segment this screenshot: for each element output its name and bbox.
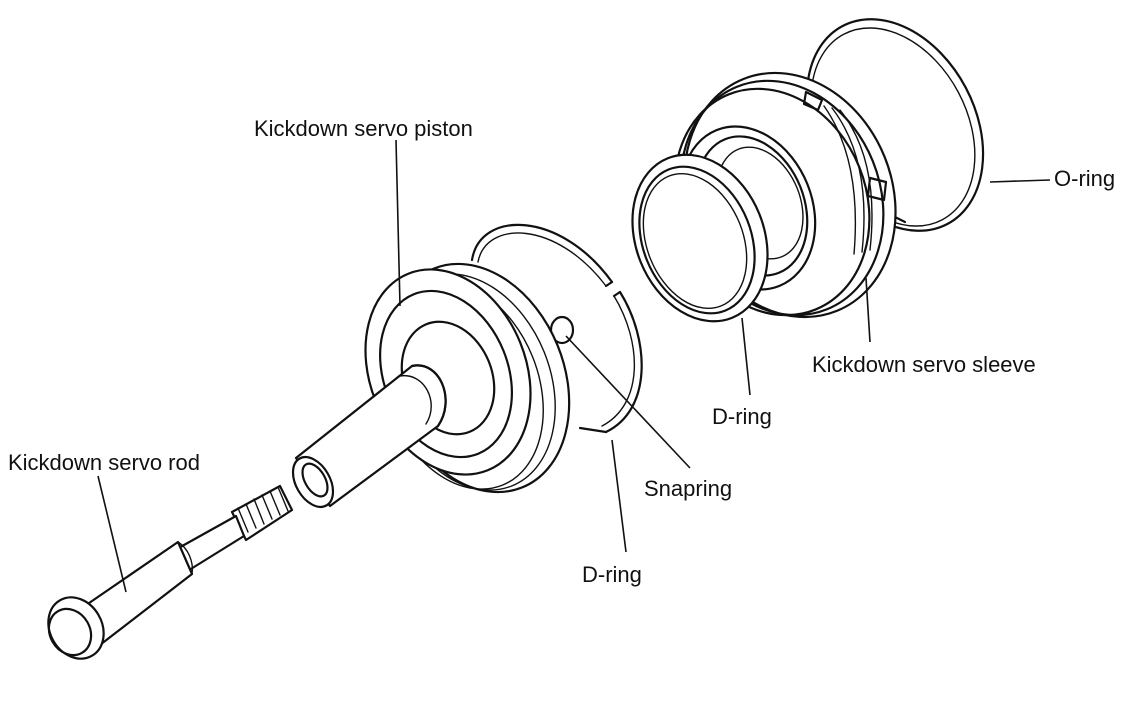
- leader-d-ring-lower: [611, 439, 627, 553]
- leader-sleeve: [865, 277, 871, 343]
- leader-o-ring: [989, 179, 1051, 183]
- label-o-ring: O-ring: [1054, 166, 1115, 191]
- kickdown-servo-piston-part: [291, 262, 571, 508]
- label-kickdown-servo-sleeve: Kickdown servo sleeve: [812, 352, 1036, 377]
- kickdown-servo-rod-part: [47, 484, 294, 660]
- leader-lines: [97, 139, 1051, 593]
- leader-snapring: [565, 335, 691, 469]
- label-kickdown-servo-rod: Kickdown servo rod: [8, 450, 200, 475]
- label-snapring: Snapring: [644, 476, 732, 501]
- d-ring-upper-part: [631, 153, 769, 323]
- label-kickdown-servo-piston: Kickdown servo piston: [254, 116, 473, 141]
- snapring-part: [470, 223, 643, 434]
- leader-d-ring-upper: [741, 317, 751, 396]
- label-d-ring-lower: D-ring: [582, 562, 642, 587]
- leader-rod: [97, 475, 127, 593]
- label-d-ring-upper: D-ring: [712, 404, 772, 429]
- leader-piston: [395, 139, 401, 307]
